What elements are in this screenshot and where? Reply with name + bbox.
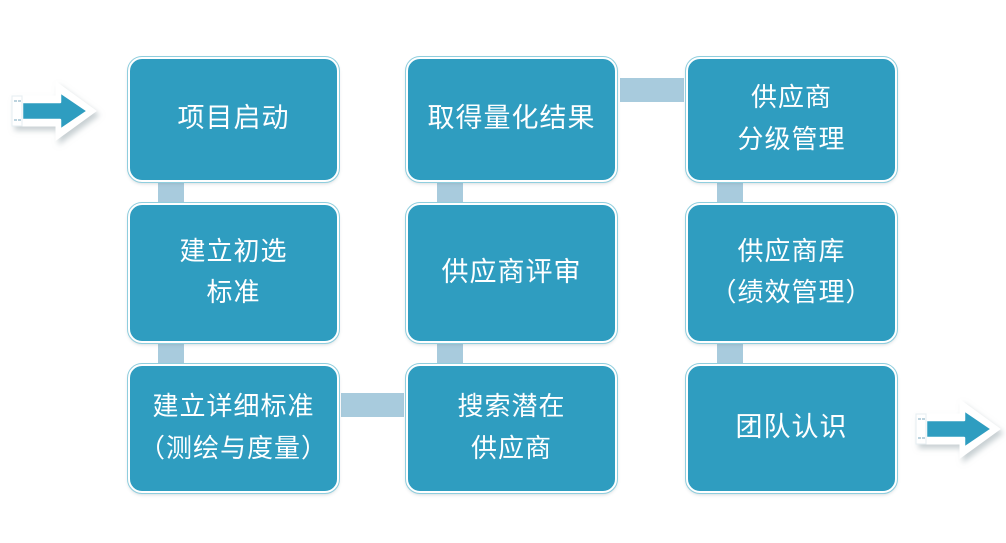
node-label-line: 标准 [206, 278, 261, 308]
node-label-line: （测绘与度量） [138, 433, 328, 464]
connector-n2-n3 [158, 341, 184, 364]
node-label-line: 供应商 [470, 433, 552, 464]
node-label-line: 项目启动 [177, 103, 290, 135]
node-label-line: 团队认识 [735, 412, 848, 444]
connector-n4-n7 [620, 78, 684, 102]
node-supplier-database-performance[interactable]: 供应商库 （绩效管理） [685, 202, 898, 344]
connector-n6-n5 [437, 341, 463, 364]
connector-n8-n9 [717, 341, 743, 364]
node-team-recognition[interactable]: 团队认识 [685, 363, 898, 494]
node-label-line: （绩效管理） [710, 278, 873, 308]
connector-n3-n6 [341, 393, 404, 417]
node-label-line: 供应商 [750, 83, 832, 114]
node-label-line: 供应商评审 [441, 256, 582, 288]
node-search-potential-suppliers[interactable]: 搜索潜在 供应商 [405, 363, 618, 494]
node-obtain-quantified-results[interactable]: 取得量化结果 [405, 56, 618, 183]
node-supplier-tier-management[interactable]: 供应商 分级管理 [685, 56, 898, 183]
node-establish-detailed-criteria[interactable]: 建立详细标准 （测绘与度量） [127, 363, 340, 494]
connector-n1-n2 [158, 181, 184, 204]
connector-n7-n8 [717, 181, 743, 204]
node-label-line: 取得量化结果 [427, 103, 596, 135]
node-supplier-review[interactable]: 供应商评审 [405, 202, 618, 344]
node-project-kickoff[interactable]: 项目启动 [127, 56, 340, 183]
node-label-line: 建立初选 [179, 236, 288, 267]
exit-arrow-right-icon [912, 396, 1004, 462]
node-label-line: 搜索潜在 [457, 392, 566, 423]
node-label-line: 供应商库 [737, 236, 846, 267]
node-establish-preliminary-criteria[interactable]: 建立初选 标准 [127, 202, 340, 344]
node-label-line: 分级管理 [737, 124, 846, 155]
node-label-line: 建立详细标准 [152, 392, 315, 423]
entry-arrow-right-icon [8, 78, 100, 144]
connector-n5-n4 [437, 181, 463, 204]
